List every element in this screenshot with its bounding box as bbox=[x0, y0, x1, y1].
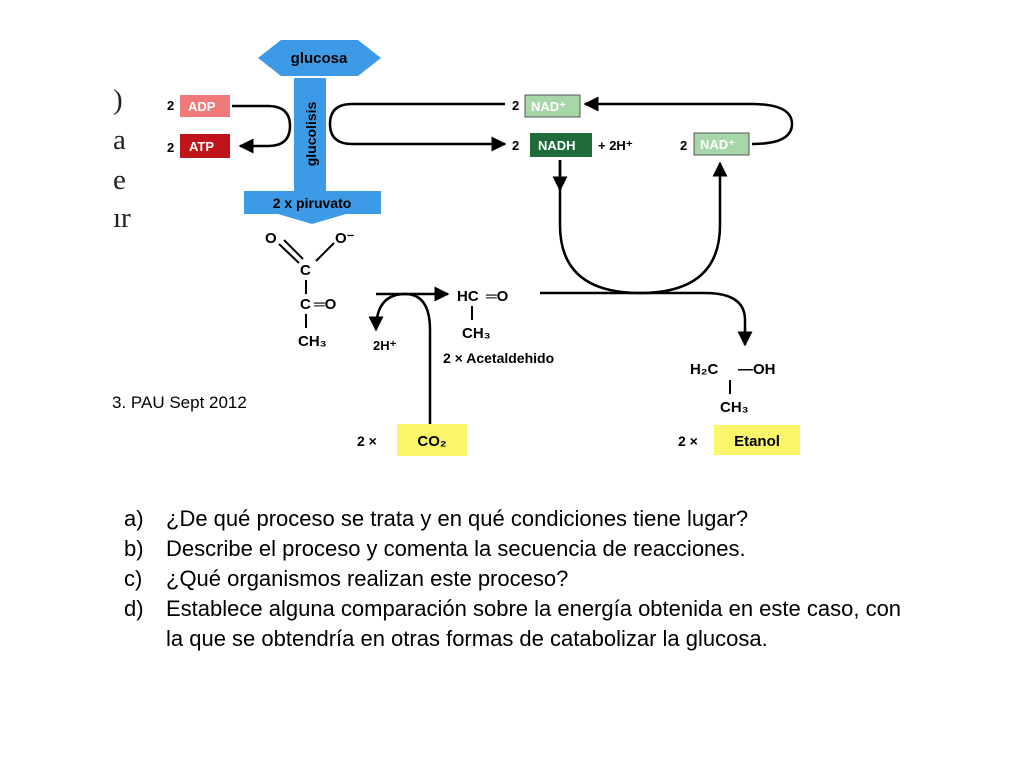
nad-top-count: 2 bbox=[512, 98, 519, 113]
question-c: c) ¿Qué organismos realizan este proceso… bbox=[124, 564, 924, 594]
nad-right-label: NAD⁺ bbox=[700, 137, 735, 152]
clipped-letter-2: a bbox=[113, 124, 126, 156]
acetaldehyde-ch3: CH₃ bbox=[462, 325, 491, 342]
adp-atp-loop-arrow bbox=[232, 104, 292, 154]
pyruvate-o-left: O bbox=[265, 230, 277, 247]
nad-recycle-arrow bbox=[583, 96, 794, 146]
question-a: a) ¿De qué proceso se trata y en qué con… bbox=[124, 504, 924, 534]
acetaldehyde-ethanol-arrow bbox=[540, 291, 753, 347]
glucosa-arrow bbox=[258, 40, 381, 76]
etanol-box bbox=[714, 425, 800, 455]
question-letter: c) bbox=[124, 566, 143, 591]
nad-nadh-loop-arrow bbox=[328, 102, 507, 152]
question-b: b) Describe el proceso y comenta la secu… bbox=[124, 534, 924, 564]
piruvato-arrow bbox=[244, 191, 381, 224]
nad-right-count: 2 bbox=[680, 138, 687, 153]
glucolisis-label: glucolisis bbox=[303, 102, 319, 167]
pyruvate-bond-1 bbox=[278, 243, 300, 264]
atp-count: 2 bbox=[167, 140, 174, 155]
pyruvate-bond-2 bbox=[283, 239, 304, 260]
atp-box bbox=[180, 134, 230, 158]
acetaldehyde-label: 2 × Acetaldehido bbox=[443, 350, 554, 366]
co2-release-arrow bbox=[368, 292, 432, 425]
adp-box bbox=[180, 95, 230, 117]
glucosa-label: glucosa bbox=[291, 50, 348, 67]
pyruvate-o-right: ═O bbox=[313, 296, 337, 313]
nadh-label: NADH bbox=[538, 138, 576, 153]
piruvato-label: 2 x piruvato bbox=[273, 195, 352, 211]
ethanol-h2c: H₂C bbox=[690, 361, 718, 378]
pyruvate-bond-3 bbox=[315, 242, 335, 262]
question-letter: a) bbox=[124, 506, 144, 531]
acetaldehyde-o: ═O bbox=[485, 288, 509, 305]
nadh-box bbox=[530, 133, 592, 157]
question-text: ¿De qué proceso se trata y en qué condic… bbox=[166, 506, 749, 531]
question-list: a) ¿De qué proceso se trata y en qué con… bbox=[124, 504, 924, 654]
two-h-plus: 2H⁺ bbox=[373, 338, 397, 353]
clipped-letter-4: ır bbox=[113, 202, 131, 234]
question-text: Describe el proceso y comenta la secuenc… bbox=[166, 536, 746, 561]
pyruvate-c1: C bbox=[300, 262, 311, 279]
ethanol-ch3: CH₃ bbox=[720, 399, 749, 416]
nad-right-box bbox=[693, 132, 750, 156]
nad-top-label: NAD⁺ bbox=[531, 99, 566, 114]
nadh-oxidation-arrow bbox=[558, 160, 728, 295]
glucolisis-bar bbox=[294, 78, 326, 191]
etanol-label: Etanol bbox=[734, 433, 780, 450]
etanol-multiplier: 2 × bbox=[678, 433, 698, 449]
adp-label: ADP bbox=[188, 99, 216, 114]
question-text: Establece alguna comparación sobre la en… bbox=[166, 596, 902, 651]
nadh-count: 2 bbox=[512, 138, 519, 153]
question-d: d) Establece alguna comparación sobre la… bbox=[124, 594, 924, 654]
co2-label: CO₂ bbox=[417, 433, 446, 450]
atp-label: ATP bbox=[189, 139, 214, 154]
question-letter: b) bbox=[124, 536, 144, 561]
fermentation-diagram: glucosa glucolisis 2 x piruvato 2 ADP 2 … bbox=[167, 40, 800, 456]
question-text: ¿Qué organismos realizan este proceso? bbox=[166, 566, 569, 591]
source-label: 3. PAU Sept 2012 bbox=[112, 393, 247, 412]
nad-top-box bbox=[524, 94, 581, 118]
pyruvate-ch3: CH₃ bbox=[298, 333, 327, 350]
ethanol-oh: —OH bbox=[738, 361, 776, 378]
question-letter: d) bbox=[124, 596, 144, 621]
clipped-letter-3: e bbox=[113, 164, 126, 196]
pyruvate-o-minus: O⁻ bbox=[335, 230, 355, 247]
co2-multiplier: 2 × bbox=[357, 433, 377, 449]
co2-box bbox=[397, 424, 467, 456]
acetaldehyde-hc: HC bbox=[457, 288, 479, 305]
clipped-letter-1: ) bbox=[113, 84, 123, 116]
plus-2h-label: + 2H⁺ bbox=[598, 138, 633, 153]
pyruvate-c2: C bbox=[300, 296, 311, 313]
adp-count: 2 bbox=[167, 98, 174, 113]
